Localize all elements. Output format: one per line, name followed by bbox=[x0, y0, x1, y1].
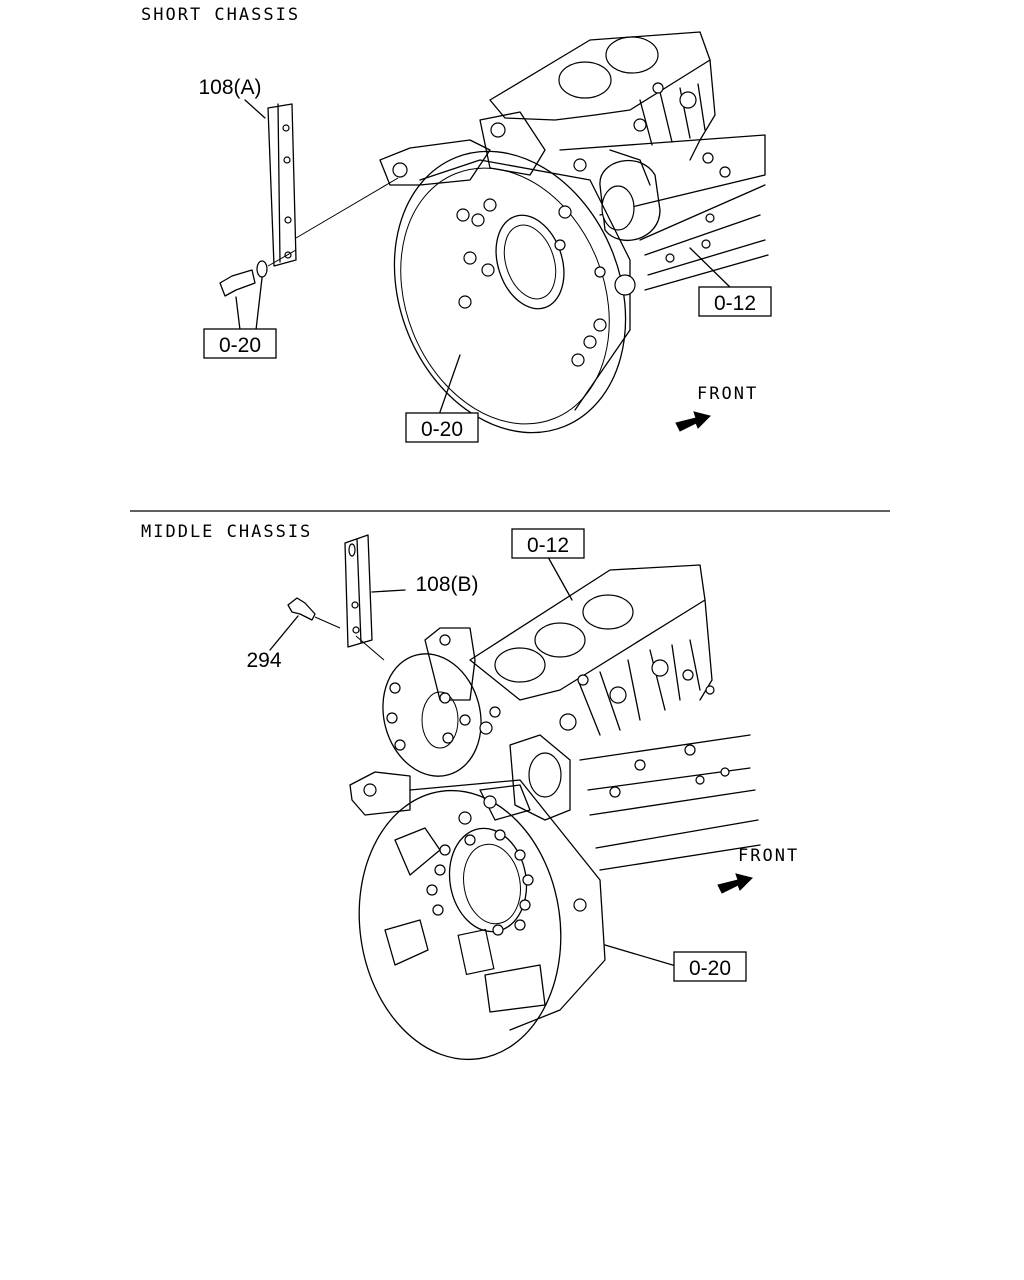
front-label: FRONT bbox=[738, 846, 799, 866]
bracket-108a-drawing bbox=[244, 99, 399, 267]
label-bolt-ref: 0-20 bbox=[219, 334, 261, 357]
middle-chassis-section: MIDDLE CHASSIS bbox=[141, 522, 799, 1061]
label-bracket-108b: 108(B) bbox=[415, 573, 478, 596]
label-block-ref: 0-12 bbox=[714, 292, 756, 315]
front-label: FRONT bbox=[697, 384, 758, 404]
leader-bracket-108b bbox=[371, 589, 406, 593]
engine-block-drawing bbox=[349, 564, 761, 1061]
leader-housing-ref bbox=[439, 354, 461, 413]
short-chassis-section: SHORT CHASSIS bbox=[141, 5, 772, 443]
callout-box-bolt-ref bbox=[203, 328, 277, 359]
engine-block-drawing bbox=[379, 31, 769, 434]
front-arrow-icon bbox=[717, 873, 753, 894]
leader-block-ref bbox=[689, 247, 736, 293]
bolt-294-drawing bbox=[269, 597, 341, 651]
section-title-short-chassis: SHORT CHASSIS bbox=[141, 5, 300, 25]
label-block-ref: 0-12 bbox=[527, 534, 569, 557]
section-title-middle-chassis: MIDDLE CHASSIS bbox=[141, 522, 312, 542]
label-housing-ref: 0-20 bbox=[689, 957, 731, 980]
label-bolt-294: 294 bbox=[246, 649, 281, 672]
leader-block-ref bbox=[547, 556, 573, 601]
bolt-washer-drawing bbox=[219, 249, 297, 331]
bracket-108b-drawing bbox=[344, 534, 385, 661]
leader-housing-ref bbox=[604, 944, 677, 967]
callout-box-housing-ref bbox=[673, 951, 747, 982]
callout-box-housing-ref bbox=[405, 412, 479, 443]
callout-box-block-ref bbox=[698, 286, 772, 317]
callout-box-block-ref bbox=[511, 528, 585, 559]
front-arrow-icon bbox=[675, 411, 711, 432]
label-housing-ref: 0-20 bbox=[421, 418, 463, 441]
label-bracket-108a: 108(A) bbox=[198, 76, 261, 99]
